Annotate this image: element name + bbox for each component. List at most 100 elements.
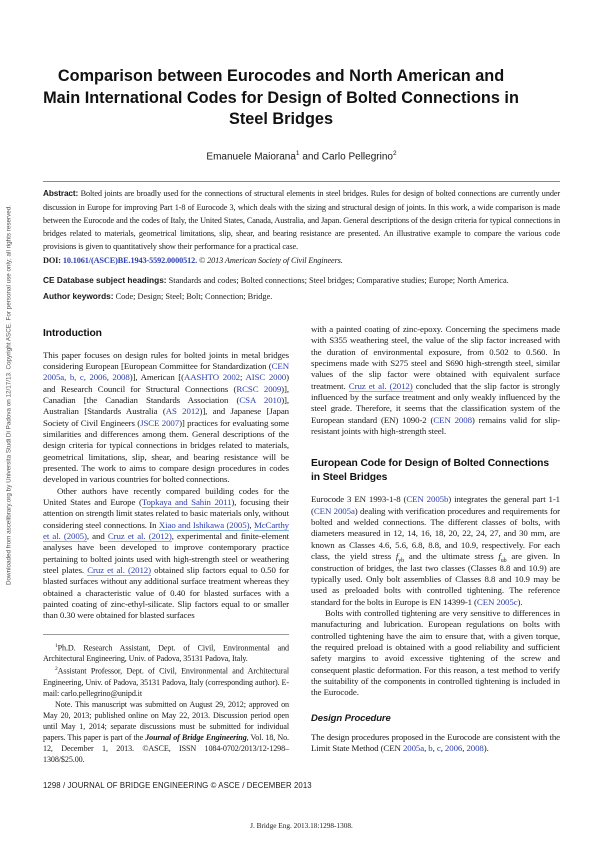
reference-link[interactable]: CEN 2005b	[406, 494, 449, 505]
text-run: ) integrates the general part 1-1 (	[311, 494, 561, 516]
text-run: ,	[424, 742, 429, 753]
abstract-text: Bolted joints are broadly used for the c…	[43, 189, 560, 252]
reference-link[interactable]: Topkaya and Sahin 2011	[141, 496, 232, 508]
text-run: ).	[483, 742, 489, 753]
doi-label: DOI:	[43, 255, 61, 265]
text-run: Eurocode 3 EN 1993-1-8 (	[311, 494, 407, 505]
text-run: )], American [(	[129, 372, 184, 383]
text-run: Bolts with controlled tightening are ver…	[311, 607, 560, 698]
authors: Emanuele Maiorana1 and Carlo Pellegrino2	[43, 147, 560, 163]
text-run: , and	[86, 531, 108, 541]
reference-link[interactable]: CSA 2010	[239, 394, 282, 405]
intro-paragraph-1: This paper focuses on design rules for b…	[43, 350, 289, 486]
introduction-heading: Introduction	[43, 328, 102, 339]
math-symbol: f	[498, 551, 501, 562]
body-columns: Introduction This paper focuses on desig…	[43, 324, 560, 765]
text-run: ,	[462, 742, 467, 753]
author-2-affiliation-mark: 2	[392, 149, 397, 157]
footnote-2: 2Assistant Professor, Dept. of Civil, En…	[43, 664, 289, 699]
reference-link[interactable]: Xiao and Ishikawa (2005)	[158, 519, 250, 531]
citation-line: J. Bridge Eng. 2013.18:1298-1308.	[250, 821, 353, 831]
text-run: , experimental and finite-element analys…	[43, 531, 290, 576]
subject-headings: CE Database subject headings: Standards …	[43, 274, 560, 287]
note-text: Note. This manuscript was submitted on A…	[43, 700, 289, 743]
text-run: Other authors have recently compared bui…	[43, 485, 289, 507]
intro-paragraph-continued: with a painted coating of zinc-epoxy. Co…	[311, 324, 560, 437]
right-column: with a painted coating of zinc-epoxy. Co…	[311, 324, 560, 765]
abstract-label: Abstract:	[43, 189, 79, 199]
reference-link[interactable]: AS 2012	[165, 406, 200, 417]
text-run: ,	[432, 742, 437, 753]
reference-link[interactable]: 2006	[444, 742, 463, 753]
journal-name: Journal of Bridge Engineering	[145, 733, 247, 743]
text-run: ,	[249, 519, 254, 530]
reference-link[interactable]: CEN 2005c	[476, 596, 518, 607]
eurocode-paragraph-2: Bolts with controlled tightening are ver…	[311, 608, 560, 699]
footnote-1-text: Ph.D. Research Assistant, Dept. of Civil…	[43, 643, 289, 664]
text-run: ) remains valid for slip-resistant joint…	[311, 414, 560, 437]
text-run: ) dealing with verification procedures a…	[311, 505, 560, 562]
text-run: with a painted coating of zinc-epoxy. Co…	[311, 324, 560, 391]
manuscript-note: Note. This manuscript was submitted on A…	[43, 699, 289, 765]
text-run: ;	[240, 372, 246, 383]
text-run: ) and Research Council for Structural Co…	[43, 372, 289, 394]
header-rule	[43, 180, 560, 183]
left-column: Introduction This paper focuses on desig…	[43, 327, 289, 765]
text-run: The design procedures proposed in the Eu…	[311, 731, 560, 753]
reference-link[interactable]: c	[436, 742, 441, 753]
text-run: )], Australian [Standards Australia (	[43, 394, 289, 417]
intro-paragraph-2: Other authors have recently compared bui…	[43, 486, 289, 622]
text-run: are given. In construction of bridges, t…	[311, 551, 560, 607]
page-footer: 1298 / JOURNAL OF BRIDGE ENGINEERING © A…	[43, 781, 312, 791]
reference-link[interactable]: RCSC 2009	[236, 383, 282, 394]
footnotes: 1Ph.D. Research Assistant, Dept. of Civi…	[43, 641, 289, 765]
author-keywords-label: Author keywords:	[43, 291, 114, 301]
text-run: ,	[440, 742, 445, 753]
reference-link[interactable]: b	[428, 742, 433, 753]
reference-link[interactable]: CEN 2005a, b, c, 2006, 2008	[43, 360, 289, 383]
reference-link[interactable]: Cruz et al. (2012)	[348, 380, 413, 392]
reference-link[interactable]: 2005a	[402, 742, 425, 753]
note-text-end: , Vol. 18, No. 12, December 1, 2013. ©AS…	[43, 733, 289, 765]
author-1-affiliation-mark: 1	[295, 149, 300, 157]
reference-link[interactable]: McCarthy et al. (2005)	[43, 519, 289, 542]
author-keywords: Author keywords: Code; Design; Steel; Bo…	[43, 290, 560, 303]
doi-link[interactable]: 10.1061/(ASCE)BE.1943-5592.0000512.	[62, 255, 198, 265]
reference-link[interactable]: Cruz et al. (2012)	[87, 565, 151, 577]
eurocode-paragraph-1: Eurocode 3 EN 1993-1-8 (CEN 2005b) integ…	[311, 494, 560, 607]
footnote-2-mark: 2	[55, 666, 58, 673]
design-procedure-paragraph: The design procedures proposed in the Eu…	[311, 732, 560, 755]
text-run: This paper focuses on design rules for b…	[43, 349, 289, 371]
reference-link[interactable]: CEN 2005a	[313, 505, 355, 516]
subject-headings-text: Standards and codes; Bolted connections;…	[166, 276, 509, 285]
design-procedure-heading: Design Procedure	[311, 712, 391, 724]
footnote-1-mark: 1	[55, 642, 58, 649]
paper-title: Comparison between Eurocodes and North A…	[43, 67, 519, 128]
footnote-2-text: Assistant Professor, Dept. of Civil, Env…	[43, 667, 289, 699]
subject-headings-label: CE Database subject headings:	[43, 275, 167, 285]
author-keywords-text: Code; Design; Steel; Bolt; Connection; B…	[113, 292, 273, 301]
reference-link[interactable]: 2008	[466, 742, 484, 753]
reference-link[interactable]: AISC 2000	[245, 372, 287, 383]
reference-link[interactable]: JSCE 2007	[140, 417, 180, 428]
paper-page: Comparison between Eurocodes and North A…	[43, 0, 560, 844]
copyright: © 2013 American Society of Civil Enginee…	[197, 255, 343, 265]
math-subscript: ub	[500, 557, 507, 564]
math-subscript: yb	[398, 557, 405, 564]
reference-link[interactable]: Cruz et al. (2012)	[107, 531, 172, 542]
reference-link[interactable]: CEN 2008	[433, 414, 472, 425]
math-symbol: f	[395, 551, 399, 562]
author-2: Carlo Pellegrino	[321, 150, 393, 162]
text-run: ), focusing their attention on strength …	[43, 496, 289, 530]
abstract: Abstract: Bolted joints are broadly used…	[43, 187, 560, 267]
reference-link[interactable]: AASHTO 2002	[183, 372, 240, 383]
text-run: )], Canadian [the Canadian Standards Ass…	[43, 383, 289, 405]
footnote-1: 1Ph.D. Research Assistant, Dept. of Civi…	[43, 641, 289, 665]
text-run: )], and Japanese [Japan Society of Civil…	[43, 406, 289, 428]
download-notice: Downloaded from ascelibrary.org by Unive…	[5, 205, 13, 585]
european-code-heading: European Code for Design of Bolted Conne…	[311, 458, 549, 483]
text-run: obtained slip factors equal to 0.50 for …	[43, 565, 289, 621]
authors-conjunction: and	[299, 150, 322, 162]
footnote-rule	[43, 633, 289, 635]
text-run: ).	[517, 596, 523, 607]
